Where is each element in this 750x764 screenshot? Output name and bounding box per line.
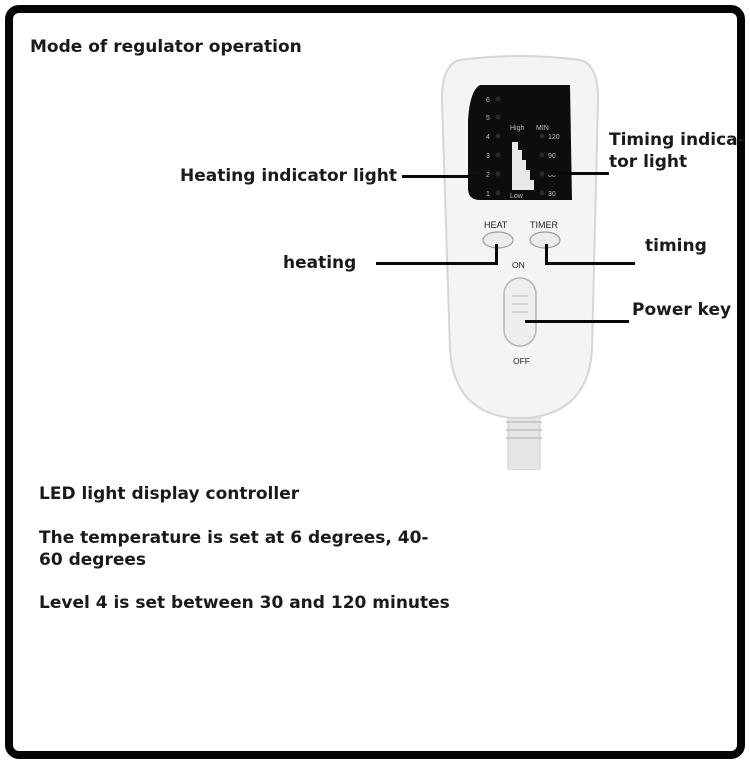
heat-level-2: 2 xyxy=(486,172,490,179)
timing-indicator-label: Timing indica- tor light xyxy=(609,129,745,173)
timer-value-90: 90 xyxy=(548,153,556,160)
info-temperature: The temperature is set at 6 degrees, 40-… xyxy=(39,528,429,570)
heating-label: heating xyxy=(283,253,357,273)
led-display xyxy=(468,85,572,200)
remote-controller: 6 5 4 3 2 1 High Low MIN 120 90 60 30 HE… xyxy=(440,55,600,470)
heat-button[interactable] xyxy=(482,231,514,249)
heat-level-1: 1 xyxy=(486,191,490,198)
power-key-label: Power key xyxy=(632,300,732,320)
timer-value-60: 60 xyxy=(548,172,556,179)
cable xyxy=(507,409,541,470)
heat-level-4: 4 xyxy=(486,134,490,141)
heat-level-6: 6 xyxy=(486,97,490,104)
high-label: High xyxy=(510,125,525,132)
timing-label: timing xyxy=(645,236,707,256)
off-label: OFF xyxy=(513,356,530,366)
heating-indicator-leader xyxy=(402,175,482,178)
min-label: MIN xyxy=(536,125,549,132)
timer-button-label: TIMER xyxy=(530,220,558,230)
heating-indicator-label: Heating indicator light xyxy=(180,166,398,186)
heat-level-bars xyxy=(512,142,534,190)
timing-indicator-line2: tor light xyxy=(609,152,688,172)
cable-ribs xyxy=(506,421,542,439)
timing-indicator-line1: Timing indica- xyxy=(609,130,745,150)
heating-leader xyxy=(376,262,498,265)
image-frame xyxy=(5,5,745,759)
timer-value-120: 120 xyxy=(548,134,560,141)
heat-button-label: HEAT xyxy=(484,220,508,230)
heating-leader-vertical xyxy=(495,244,498,265)
timing-indicator-leader xyxy=(545,172,609,175)
page-title: Mode of regulator operation xyxy=(30,37,302,57)
timing-leader xyxy=(545,262,635,265)
info-led-display: LED light display controller xyxy=(39,484,300,504)
timing-leader-vertical xyxy=(545,244,548,265)
led-dots xyxy=(495,96,545,196)
on-label: ON xyxy=(512,260,525,270)
power-key-ridges xyxy=(512,295,528,313)
power-key-leader xyxy=(525,320,629,323)
heat-level-3: 3 xyxy=(486,153,490,160)
heat-level-5: 5 xyxy=(486,115,490,122)
info-level: Level 4 is set between 30 and 120 minute… xyxy=(39,593,450,613)
low-label: Low xyxy=(510,193,524,200)
timer-value-30: 30 xyxy=(548,191,556,198)
